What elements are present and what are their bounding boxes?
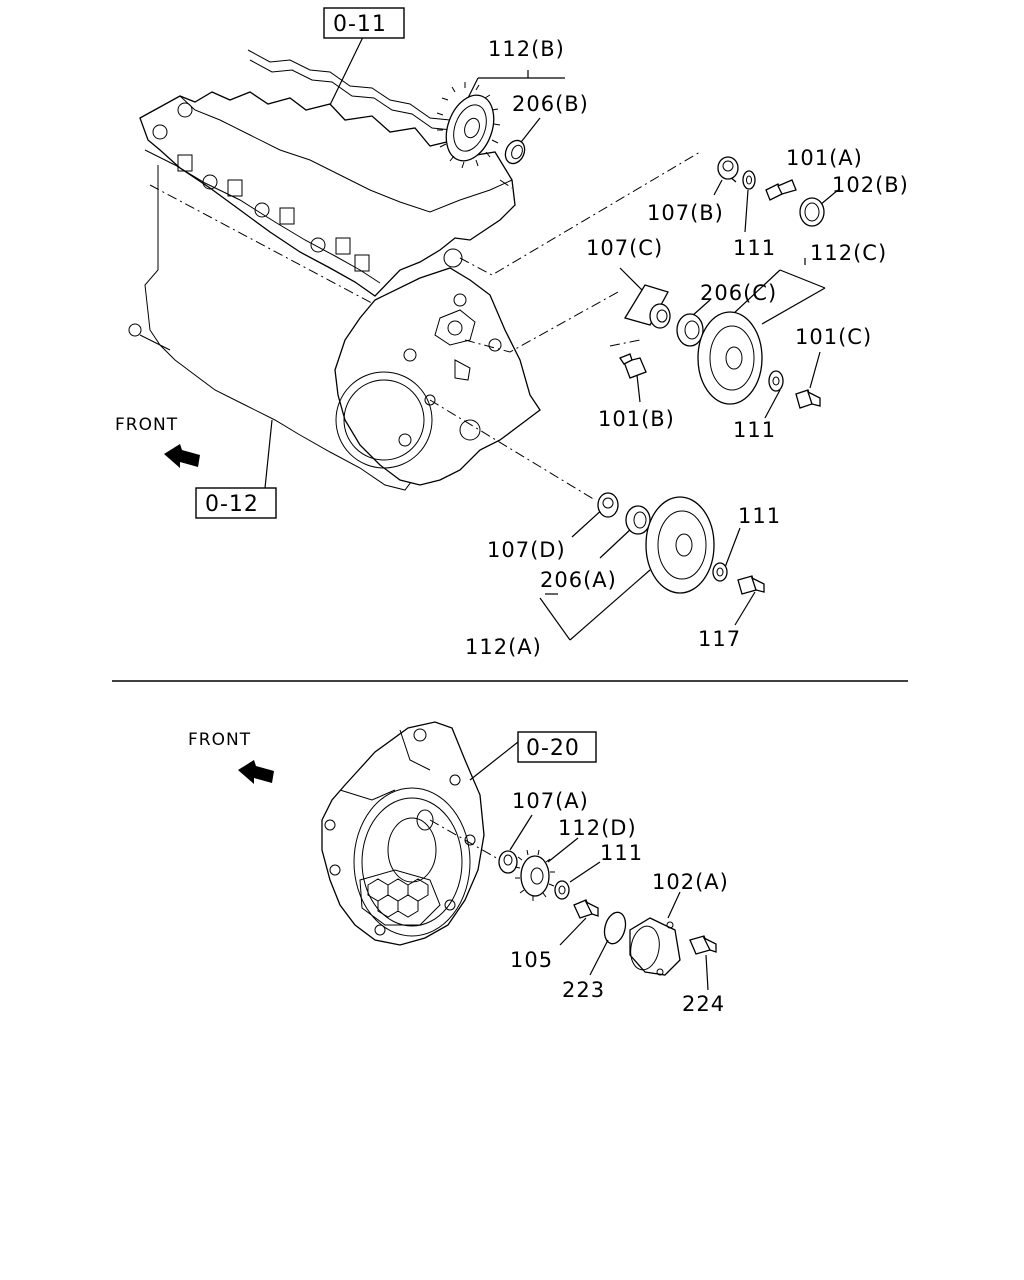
engine-block-drawing	[128, 91, 541, 491]
label-107A: 107(A)	[512, 789, 589, 813]
leader-lines-top	[264, 36, 839, 641]
cam-gear-drawing	[436, 82, 526, 169]
label-206B: 206(B)	[512, 92, 589, 116]
label-107D: 107(D)	[487, 538, 566, 562]
front-label-top: FRONT	[115, 415, 178, 435]
label-111-d: 111	[600, 841, 643, 865]
label-112B: 112(B)	[488, 37, 565, 61]
label-117: 117	[698, 627, 741, 651]
label-105: 105	[510, 948, 553, 972]
front-arrow-icon-bottom	[238, 760, 274, 784]
label-107C: 107(C)	[586, 236, 663, 260]
label-111-b: 111	[733, 418, 776, 442]
label-112C: 112(C)	[810, 241, 887, 265]
label-101A: 101(A)	[786, 146, 863, 170]
label-102B: 102(B)	[832, 173, 909, 197]
label-101C: 101(C)	[795, 325, 872, 349]
label-111-c: 111	[738, 504, 781, 528]
pto-parts-drawing	[498, 849, 717, 976]
label-206A: 206(A)	[540, 568, 617, 592]
label-112A: 112(A)	[465, 635, 542, 659]
ref-box-0-12	[195, 487, 277, 519]
label-206C: 206(C)	[700, 281, 777, 305]
lower-idler-parts-drawing	[597, 492, 765, 595]
label-111-a: 111	[733, 236, 776, 260]
gasket-drawing	[247, 49, 471, 143]
ref-box-0-20-label: 0-20	[526, 736, 580, 761]
label-107B: 107(B)	[647, 201, 724, 225]
label-102A: 102(A)	[652, 870, 729, 894]
ref-box-0-11	[323, 7, 405, 39]
ref-box-0-20	[517, 731, 597, 763]
label-112D: 112(D)	[558, 816, 637, 840]
label-101B: 101(B)	[598, 407, 675, 431]
front-arrow-icon-top	[164, 444, 200, 468]
flywheel-housing-drawing	[321, 721, 485, 946]
front-label-bottom: FRONT	[188, 730, 251, 750]
idler-parts-drawing	[619, 156, 825, 409]
label-224: 224	[682, 992, 725, 1016]
ref-box-0-11-label: 0-11	[333, 12, 387, 37]
leader-lines-bottom	[429, 741, 709, 991]
ref-box-0-12-label: 0-12	[205, 492, 259, 517]
label-223: 223	[562, 978, 605, 1002]
